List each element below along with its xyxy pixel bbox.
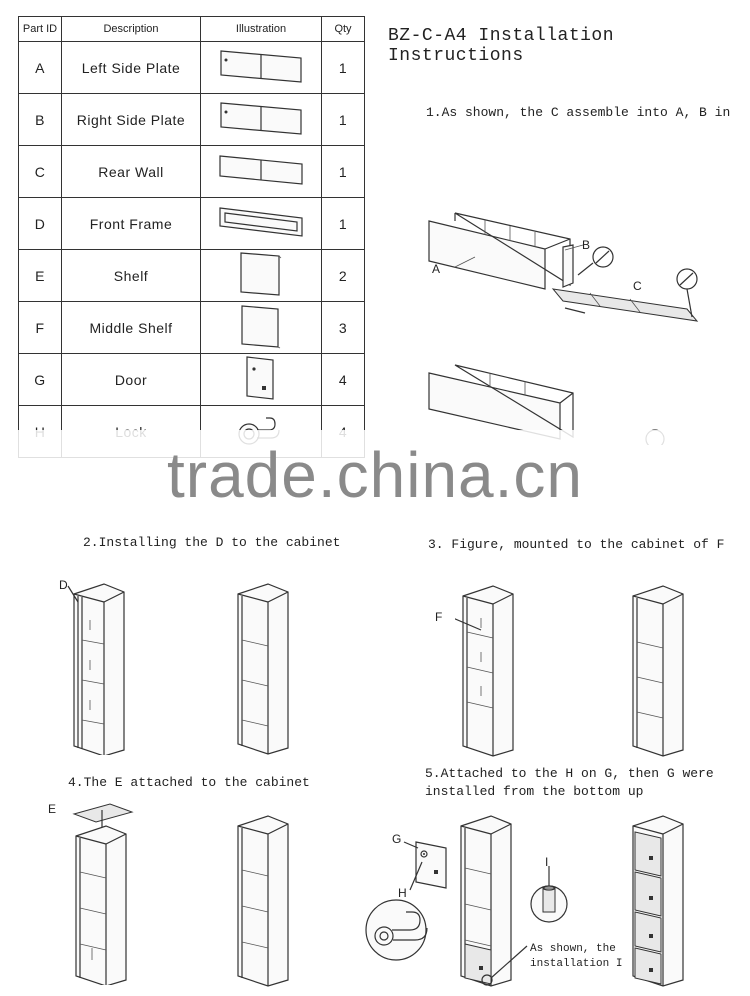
part-id: C	[18, 145, 62, 198]
step-2-cabinet-with-frame	[67, 583, 125, 755]
part-id: D	[18, 197, 62, 250]
page-title: BZ-C-A4 Installation Instructions	[388, 26, 615, 66]
table-row: E Shelf 2	[18, 249, 365, 302]
table-row: C Rear Wall 1	[18, 145, 365, 198]
note-line-1: As shown, the	[530, 943, 616, 955]
step-5-cabinet-result	[632, 815, 684, 987]
parts-table: Part ID Description Illustration Qty A L…	[18, 16, 365, 458]
step-1-text: 1.As shown, the C assemble into A, B in	[426, 105, 731, 120]
table-header-row: Part ID Description Illustration Qty	[18, 16, 365, 42]
label-g: G	[392, 832, 402, 846]
step-4-text: 4.The E attached to the cabinet	[68, 775, 310, 790]
front-frame-icon	[200, 197, 322, 250]
step-2-cabinet-result	[237, 583, 289, 755]
part-qty: 1	[321, 145, 365, 198]
step-4-cabinet-with-top	[72, 803, 134, 985]
step-3-cabinet-result	[632, 585, 684, 757]
part-description: Left Side Plate	[61, 41, 201, 94]
part-id: F	[18, 301, 62, 354]
side-plate-icon	[200, 41, 322, 94]
step-5-pin-detail	[530, 866, 568, 923]
part-qty: 2	[321, 249, 365, 302]
label-c: C	[633, 279, 642, 293]
step-5-door-and-lock-detail	[365, 841, 447, 961]
label-i: I	[545, 855, 549, 869]
step-1-diagram	[428, 212, 699, 445]
step-3-cabinet-with-shelves	[455, 585, 514, 757]
part-id: E	[18, 249, 62, 302]
part-description: Front Frame	[61, 197, 201, 250]
label-h: H	[398, 886, 407, 900]
part-id: G	[18, 353, 62, 406]
part-qty: 4	[321, 353, 365, 406]
part-qty: 1	[321, 93, 365, 146]
label-e: E	[48, 802, 57, 816]
step-3-text: 3. Figure, mounted to the cabinet of F	[428, 537, 725, 552]
table-row: B Right Side Plate 1	[18, 93, 365, 146]
step-5-text-line-2: installed from the bottom up	[425, 784, 644, 799]
part-qty: 3	[321, 301, 365, 354]
step-2-text: 2.Installing the D to the cabinet	[83, 535, 341, 550]
watermark-band	[0, 430, 750, 525]
part-id: A	[18, 41, 62, 94]
part-description: Shelf	[61, 249, 201, 302]
header-illustration: Illustration	[200, 16, 322, 42]
door-icon	[200, 353, 322, 406]
side-plate-icon	[200, 93, 322, 146]
part-description: Middle Shelf	[61, 301, 201, 354]
shelf-icon	[200, 249, 322, 302]
note-line-2: installation I	[530, 958, 623, 970]
table-row: A Left Side Plate 1	[18, 41, 365, 94]
header-description: Description	[61, 16, 201, 42]
step-5-cabinet-with-door	[460, 815, 528, 987]
part-qty: 1	[321, 197, 365, 250]
label-d: D	[59, 578, 68, 592]
part-description: Right Side Plate	[61, 93, 201, 146]
table-row: F Middle Shelf 3	[18, 301, 365, 354]
part-description: Door	[61, 353, 201, 406]
header-part-id: Part ID	[18, 16, 62, 42]
label-f: F	[435, 610, 443, 624]
label-b: B	[582, 238, 591, 252]
table-row: D Front Frame 1	[18, 197, 365, 250]
watermark: trade.china.cn	[166, 439, 584, 511]
step-5-text-line-1: 5.Attached to the H on G, then G were	[425, 766, 714, 781]
table-row: G Door 4	[18, 353, 365, 406]
part-description: Rear Wall	[61, 145, 201, 198]
step-4-cabinet-result	[237, 815, 289, 987]
header-qty: Qty	[321, 16, 365, 42]
rear-wall-icon	[200, 145, 322, 198]
label-a: A	[432, 262, 441, 276]
middle-shelf-icon	[200, 301, 322, 354]
part-qty: 1	[321, 41, 365, 94]
part-id: B	[18, 93, 62, 146]
